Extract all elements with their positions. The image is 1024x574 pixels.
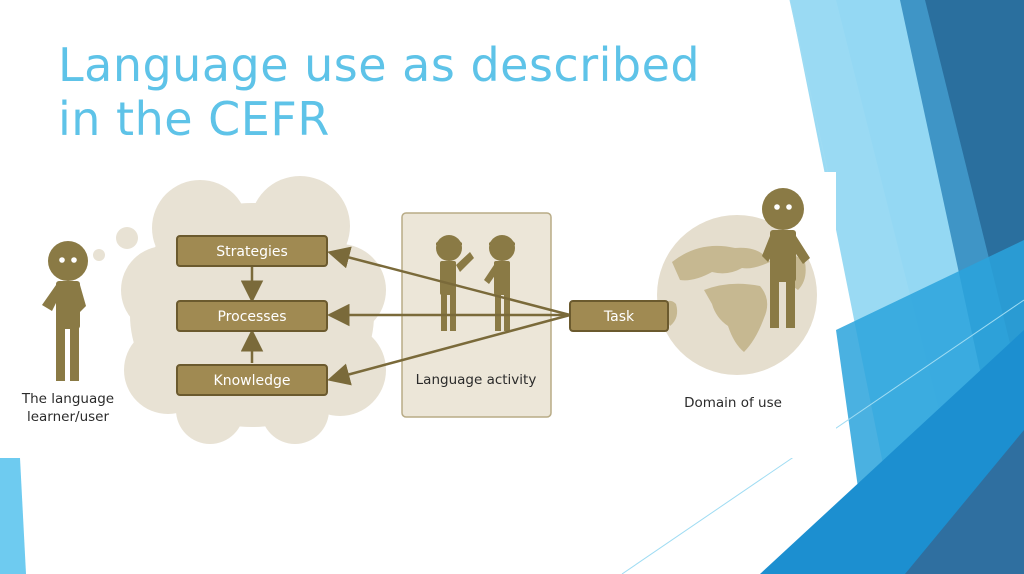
arrow-task-to-knowledge <box>327 313 571 386</box>
strategies-box: Strategies <box>176 235 328 267</box>
speaker-figure-left <box>436 235 474 331</box>
title-line-1: Language use as described <box>58 38 701 92</box>
domain-caption: Domain of use <box>684 395 782 411</box>
title-line-2: in the CEFR <box>58 92 330 146</box>
language-activity-caption: Language activity <box>416 372 537 388</box>
thought-bubble-large <box>116 227 138 249</box>
task-label: Task <box>603 309 635 325</box>
processes-label: Processes <box>217 309 286 325</box>
deco-shape <box>905 430 1024 574</box>
speaker-figure-right <box>484 235 515 331</box>
deco-shape <box>0 458 26 574</box>
slide-title: Language use as described in the CEFR <box>58 38 758 146</box>
domain-user-figure <box>762 188 810 328</box>
strategies-label: Strategies <box>216 244 288 260</box>
task-box: Task <box>569 300 669 332</box>
learner-figure <box>42 241 88 381</box>
processes-box: Processes <box>176 300 328 332</box>
arrow-task-to-strategies <box>327 246 571 317</box>
learner-caption-line-2: learner/user <box>27 409 109 425</box>
thought-bubble-small <box>93 249 105 261</box>
knowledge-box: Knowledge <box>176 364 328 396</box>
knowledge-label: Knowledge <box>214 373 291 389</box>
learner-caption-line-1: The language <box>21 391 114 407</box>
